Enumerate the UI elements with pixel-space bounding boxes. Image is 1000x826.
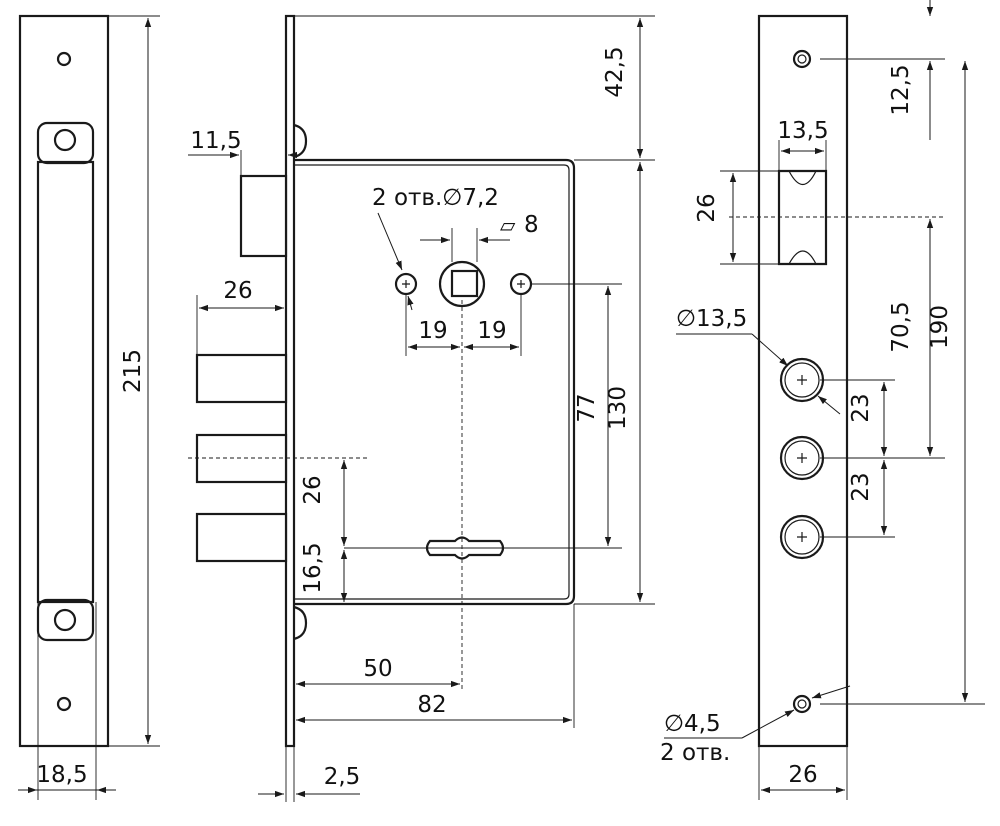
strike-plate-outline xyxy=(18,14,110,748)
bolt-2 xyxy=(195,433,288,484)
latch-tongue xyxy=(239,174,288,258)
face-top-screw-hole xyxy=(792,49,812,69)
strike-width-label: 18,5 xyxy=(36,762,87,788)
faceplate-thickness-label: 2,5 xyxy=(324,764,361,790)
face-bottom-screw-hole xyxy=(792,694,812,714)
case-height-label: 130 xyxy=(605,386,631,430)
strike-lower-lug xyxy=(36,598,95,642)
latch-width-label: 13,5 xyxy=(777,118,828,144)
latch-height-label: 26 xyxy=(694,193,720,222)
bolt-3 xyxy=(195,512,288,563)
latch-slot xyxy=(777,169,828,266)
hole-right-spacing-label: 19 xyxy=(477,318,506,344)
faceplate-front-outline xyxy=(757,14,849,748)
faceplate-top-lug xyxy=(293,123,308,159)
strike-lower-lug-hole xyxy=(53,608,77,632)
screw-holes-label: 2 отв.∅7,2 xyxy=(372,185,499,211)
top-offset-label: 42,5 xyxy=(602,46,628,97)
bolt-to-key-label: 26 xyxy=(300,475,326,504)
spindle-square-symbol: ▱ xyxy=(500,213,516,237)
bolt-pitch-2-label: 23 xyxy=(848,472,874,501)
faceplate-bottom-lug xyxy=(293,605,308,641)
face-top-hole-label: 12,5 xyxy=(888,64,914,115)
face-hole-diameter-label: ∅4,5 xyxy=(664,711,721,737)
strike-bottom-screw-hole xyxy=(56,696,72,712)
bolt-diameter-label: ∅13,5 xyxy=(676,306,747,332)
faceplate xyxy=(284,14,296,748)
spindle-square xyxy=(450,269,479,298)
face-hole-spacing-label: 190 xyxy=(927,305,953,349)
hole-left-spacing-label: 19 xyxy=(418,318,447,344)
bolt-pitch-1-label: 23 xyxy=(848,393,874,422)
bolt-1 xyxy=(195,353,288,404)
strike-opening xyxy=(36,160,95,604)
lock-case-inner xyxy=(294,164,570,600)
bolt-projection-label: 26 xyxy=(223,278,252,304)
faceplate-offset-label: 11,5 xyxy=(190,128,241,154)
lock-case xyxy=(294,158,576,606)
faceplate-front-view: 12,5 13,5 26 ∅13,5 70,5 190 23 23 ∅4,5 2… xyxy=(660,0,985,800)
strike-top-screw-hole xyxy=(56,51,72,67)
keyhole xyxy=(425,536,505,560)
spindle-hub xyxy=(438,260,486,308)
spindle-to-key-label: 77 xyxy=(574,393,600,422)
lock-body-view: 11,5 26 2 отв.∅7,2 ▱ 8 19 19 42,5 130 xyxy=(188,14,655,802)
face-hole-count-label: 2 отв. xyxy=(660,740,730,766)
strike-height-label: 215 xyxy=(120,349,146,393)
strike-plate-view: 215 18,5 xyxy=(18,14,160,800)
strike-upper-lug-hole xyxy=(53,128,77,152)
spindle-offset-face-label: 70,5 xyxy=(888,301,914,352)
face-width-label: 26 xyxy=(788,762,817,788)
spindle-label: 8 xyxy=(524,212,539,238)
key-to-bottom-label: 16,5 xyxy=(300,542,326,593)
case-depth-label: 82 xyxy=(417,692,446,718)
backset-label: 50 xyxy=(363,656,392,682)
